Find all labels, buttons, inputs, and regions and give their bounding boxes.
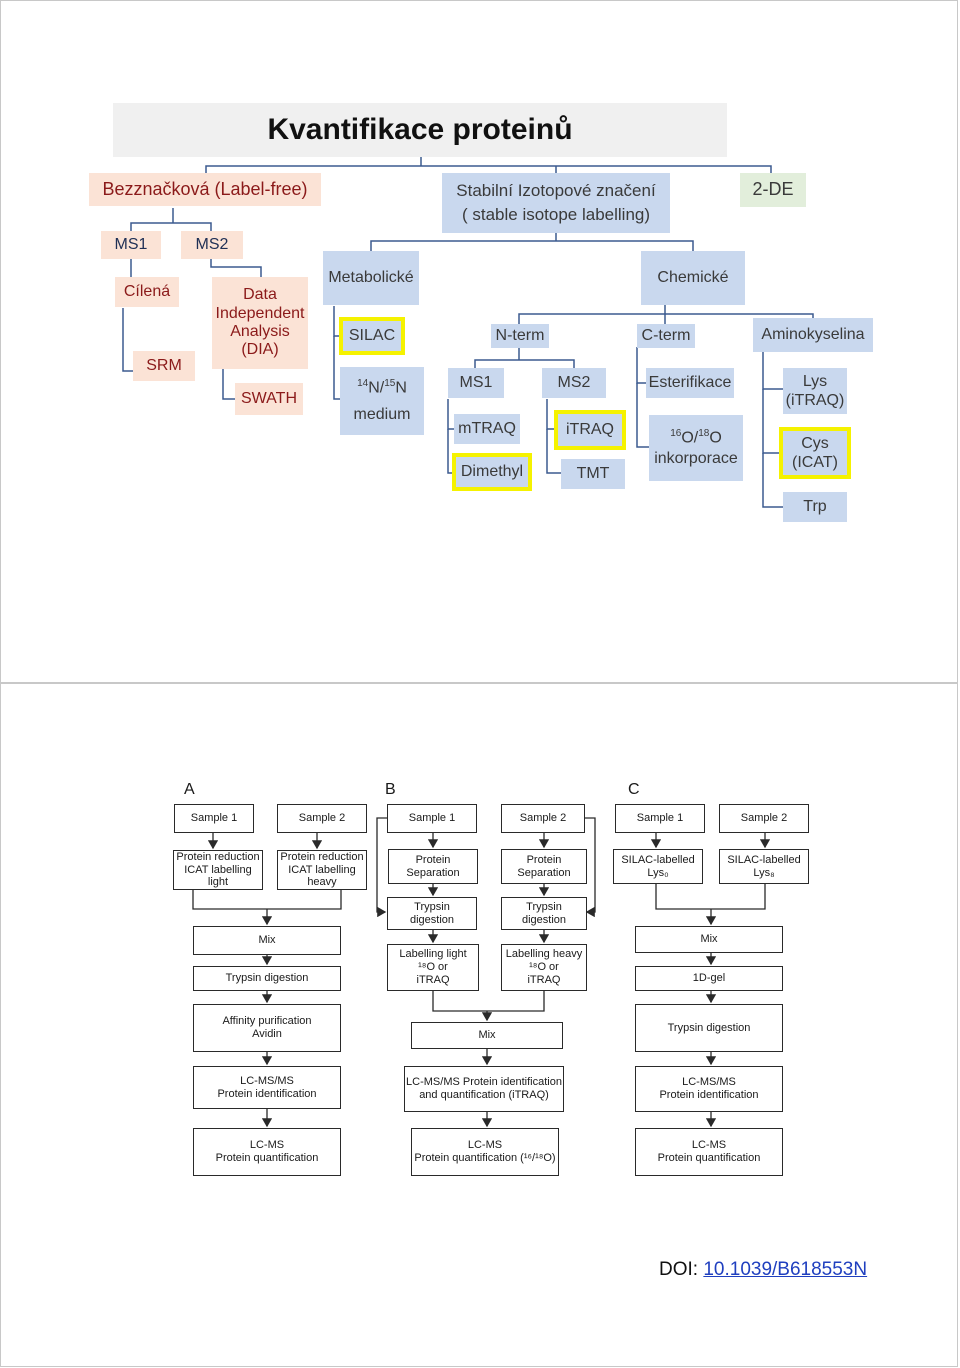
oxygen-isotope-label: 16O/18O — [670, 427, 722, 446]
label-free-node: Bezznačková (Label-free) — [89, 173, 321, 206]
stable-isotope-line1: Stabilní Izotopové značení — [456, 180, 656, 200]
workflow-arrows — [192, 817, 771, 1128]
stable-isotope-line2: ( stable isotope labelling) — [461, 205, 651, 224]
srm-node: SRM — [133, 351, 195, 381]
dia-node: Data Independent Analysis (DIA) — [212, 277, 308, 369]
a-trypsin-box: Trypsin digestion — [193, 966, 341, 991]
nitrogen-medium-node: 14N/15N medium — [340, 367, 424, 435]
stable-isotope-node: Stabilní Izotopové značení ( stable isot… — [442, 173, 670, 233]
c-lcms-ident-box: LC-MS/MS Protein identification — [635, 1066, 783, 1112]
chemical-node: Chemické — [641, 251, 745, 305]
c-trypsin-box: Trypsin digestion — [635, 1004, 783, 1052]
cys-icat-node: Cys (ICAT) — [779, 427, 851, 479]
swath-node: SWATH — [235, 383, 303, 415]
slide-labelling-workflows: A B C Sample 1 Sample 2 Protein reductio… — [0, 683, 958, 1367]
n-term-ms2-node: MS2 — [542, 368, 606, 398]
tmt-node: TMT — [561, 459, 625, 489]
nitrogen-isotope-label: 14N/15N — [357, 377, 407, 396]
a-sample2-box: Sample 2 — [277, 804, 367, 833]
panel-c-label: C — [628, 781, 640, 798]
panel-b-label: B — [385, 781, 396, 798]
page-title: Kvantifikace proteinů — [113, 103, 727, 157]
a-lcms-quant-box: LC-MS Protein quantification — [193, 1128, 341, 1176]
doi-prefix: DOI: — [659, 1259, 704, 1280]
n-term-node: N-term — [491, 324, 549, 348]
c-sample1-box: Sample 1 — [615, 804, 705, 833]
silac-node: SILAC — [339, 317, 405, 355]
ms2-node: MS2 — [181, 231, 243, 259]
a-icat-heavy-box: Protein reduction ICAT labelling heavy — [277, 850, 367, 890]
c-sample2-box: Sample 2 — [719, 804, 809, 833]
b-label-light-box: Labelling light ¹⁸O or iTRAQ — [387, 944, 479, 991]
b-trypsin2-box: Trypsin digestion — [501, 897, 587, 930]
dimethyl-node: Dimethyl — [452, 453, 532, 491]
c-gel-box: 1D-gel — [635, 966, 783, 991]
c-silac-light-box: SILAC-labelled Lys₀ — [613, 849, 703, 884]
a-affinity-box: Affinity purification Avidin — [193, 1004, 341, 1052]
itraq-node: iTRAQ — [554, 410, 626, 450]
medium-label: medium — [353, 406, 411, 424]
incorporation-label: inkorporace — [654, 450, 738, 468]
b-sample1-box: Sample 1 — [387, 804, 477, 833]
b-separation2-box: Protein Separation — [501, 849, 587, 884]
ms1-node: MS1 — [101, 231, 161, 259]
panel-a-label: A — [184, 781, 195, 798]
mtraq-node: mTRAQ — [454, 414, 520, 444]
a-lcms-ident-box: LC-MS/MS Protein identification — [193, 1066, 341, 1109]
c-mix-box: Mix — [635, 926, 783, 953]
trp-node: Trp — [783, 492, 847, 522]
b-lcms-ident-box: LC-MS/MS Protein identification and quan… — [404, 1066, 564, 1112]
b-separation1-box: Protein Separation — [388, 849, 478, 884]
b-trypsin1-box: Trypsin digestion — [387, 897, 477, 930]
amino-acid-node: Aminokyselina — [753, 318, 873, 352]
b-lcms-quant-box: LC-MS Protein quantification (¹⁶/¹⁸O) — [411, 1128, 559, 1176]
c-lcms-quant-box: LC-MS Protein quantification — [635, 1128, 783, 1176]
lys-itraq-node: Lys (iTRAQ) — [783, 368, 847, 414]
a-sample1-box: Sample 1 — [174, 804, 254, 833]
two-de-node: 2-DE — [740, 173, 806, 207]
esterification-node: Esterifikace — [646, 368, 734, 398]
doi-reference: DOI: 10.1039/B618553N — [659, 1259, 867, 1281]
c-term-node: C-term — [637, 324, 695, 348]
slide-protein-quantification: Kvantifikace proteinů Bezznačková (Label… — [0, 0, 958, 683]
b-label-heavy-box: Labelling heavy ¹⁸O or iTRAQ — [501, 944, 587, 991]
a-mix-box: Mix — [193, 926, 341, 955]
metabolic-node: Metabolické — [323, 251, 419, 305]
b-sample2-box: Sample 2 — [501, 804, 585, 833]
b-mix-box: Mix — [411, 1022, 563, 1049]
a-icat-light-box: Protein reduction ICAT labelling light — [173, 850, 263, 890]
oxygen-incorporation-node: 16O/18O inkorporace — [649, 415, 743, 481]
n-term-ms1-node: MS1 — [448, 368, 504, 398]
targeted-node: Cílená — [115, 277, 179, 307]
doi-link[interactable]: 10.1039/B618553N — [703, 1259, 868, 1280]
c-silac-heavy-box: SILAC-labelled Lys₈ — [719, 849, 809, 884]
